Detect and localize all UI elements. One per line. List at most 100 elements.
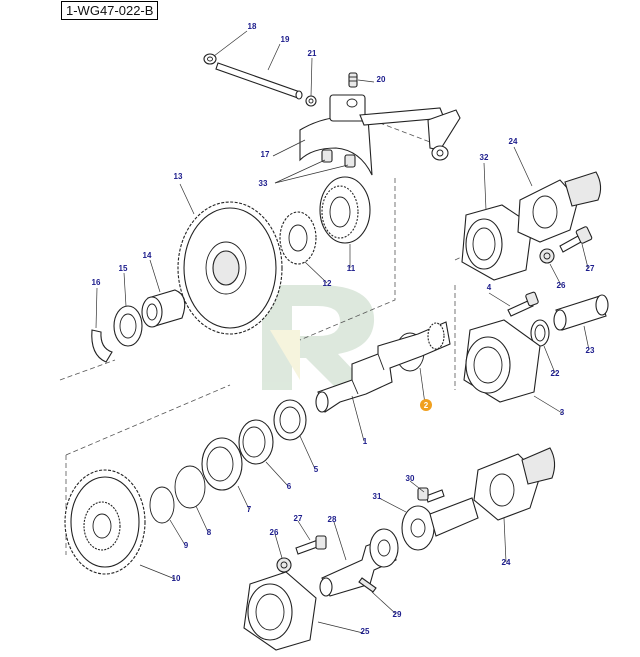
part-bearing-housing-32: [461, 204, 533, 281]
callout-number: 19: [281, 35, 290, 44]
callout-number: 1: [363, 437, 368, 446]
part-hub-12: [279, 211, 317, 265]
callout-11: 11: [347, 264, 356, 273]
part-cover-24-upper: [517, 171, 602, 243]
diagram-reference-code: 1-WG47-022-B: [61, 1, 159, 20]
callout-number: 27: [294, 514, 303, 523]
callout-16: 16: [92, 278, 101, 287]
callout-number: 2: [424, 401, 429, 410]
callout-32: 32: [480, 153, 489, 162]
part-thrust-washer-16: [91, 329, 113, 363]
callout-4: 4: [487, 283, 492, 292]
callout-number: 26: [270, 528, 279, 537]
part-set-screw-20: [348, 72, 358, 88]
callout-number: 7: [247, 505, 252, 514]
callout-2: 2: [420, 399, 432, 411]
callout-highlight-marker: [420, 399, 432, 411]
callout-number: 29: [393, 610, 402, 619]
part-pin-29: [358, 577, 377, 593]
callout-number: 8: [207, 528, 212, 537]
callout-number: 24: [502, 558, 511, 567]
callout-number: 21: [308, 49, 317, 58]
part-cover-24-lower: [473, 447, 556, 521]
callout-number: 18: [248, 22, 257, 31]
part-shift-rod-19: [215, 62, 303, 100]
part-shift-fork-17: [299, 94, 461, 176]
part-bolt-27-upper: [559, 226, 593, 253]
callout-number: 4: [487, 283, 492, 292]
part-bearing-15: [113, 305, 143, 347]
callout-number: 31: [373, 492, 382, 501]
part-output-shaft-28: [319, 528, 399, 597]
callout-12: 12: [323, 279, 332, 288]
part-needle-bearing-14: [141, 289, 186, 328]
callout-20: 20: [377, 75, 386, 84]
part-sleeve-23: [553, 294, 609, 331]
part-snap-ring-8: [174, 465, 206, 509]
callout-17: 17: [261, 150, 270, 159]
callout-number: 5: [314, 465, 319, 474]
callout-number: 23: [586, 346, 595, 355]
part-bolt-4: [507, 291, 539, 317]
callout-number: 28: [328, 515, 337, 524]
part-main-shaft-1: [315, 321, 451, 413]
callout-28: 28: [328, 515, 337, 524]
callout-number: 17: [261, 150, 270, 159]
callout-number: 32: [480, 153, 489, 162]
callout-14: 14: [143, 251, 152, 260]
part-washer-21: [305, 95, 317, 107]
callout-13: 13: [174, 172, 183, 181]
callout-number: 22: [551, 369, 560, 378]
callout-7: 7: [247, 505, 252, 514]
callout-29: 29: [393, 610, 402, 619]
callout-31: 31: [373, 492, 382, 501]
callout-number: 27: [586, 264, 595, 273]
callout-10: 10: [172, 574, 181, 583]
callout-27: 27: [294, 514, 303, 523]
callout-number: 13: [174, 172, 183, 181]
callout-24: 24: [502, 558, 511, 567]
part-flange-31: [401, 497, 479, 551]
callout-number: 10: [172, 574, 181, 583]
callout-25: 25: [361, 627, 370, 636]
callout-number: 30: [406, 474, 415, 483]
callout-number: 11: [347, 264, 356, 273]
part-bolt-30: [417, 487, 445, 503]
callout-33: 33: [259, 179, 268, 188]
callout-26: 26: [270, 528, 279, 537]
callout-number: 3: [560, 408, 565, 417]
callout-number: 20: [377, 75, 386, 84]
callout-number: 6: [287, 482, 292, 491]
part-gear-13: [177, 201, 283, 335]
callout-30: 30: [406, 474, 415, 483]
callout-number: 14: [143, 251, 152, 260]
callout-9: 9: [184, 541, 189, 550]
callout-number: 15: [119, 264, 128, 273]
part-washer-18: [203, 53, 217, 65]
callout-22: 22: [551, 369, 560, 378]
callout-number: 26: [557, 281, 566, 290]
callout-labels: 1819212017331311121415163224272642322321…: [92, 22, 595, 636]
callout-21: 21: [308, 49, 317, 58]
callout-15: 15: [119, 264, 128, 273]
callout-19: 19: [281, 35, 290, 44]
part-bearing-5: [273, 399, 307, 441]
part-gear-10: [64, 469, 146, 575]
callout-number: 9: [184, 541, 189, 550]
part-bearing-7: [201, 437, 243, 491]
part-housing-3: [463, 319, 541, 403]
callout-leaders: [95, 30, 590, 634]
callout-26: 26: [557, 281, 566, 290]
callout-8: 8: [207, 528, 212, 537]
callout-number: 12: [323, 279, 332, 288]
callout-number: 25: [361, 627, 370, 636]
callout-3: 3: [560, 408, 565, 417]
part-plug-26-upper: [539, 248, 555, 264]
part-sleeve-11: [319, 176, 371, 244]
callout-5: 5: [314, 465, 319, 474]
part-housing-25: [243, 571, 317, 651]
callout-24: 24: [509, 137, 518, 146]
part-seal-22: [530, 319, 550, 347]
callout-23: 23: [586, 346, 595, 355]
